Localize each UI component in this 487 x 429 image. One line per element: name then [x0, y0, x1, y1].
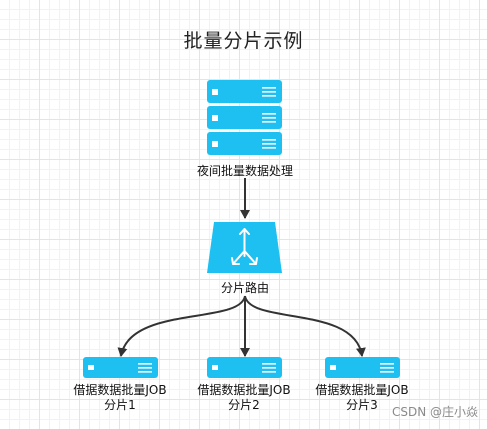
router-label: 分片路由 [195, 281, 295, 296]
server-unit [207, 80, 282, 103]
server-icon[interactable] [83, 357, 158, 378]
batch-server-label-text: 夜间批量数据处理 [196, 164, 293, 178]
edge-router-to-shard1 [117, 295, 246, 357]
server-unit [207, 106, 282, 129]
server-icon[interactable] [207, 357, 282, 378]
csdn-watermark: CSDN @庄小焱 [391, 405, 478, 419]
shard1-shard-name: 分片1 [104, 398, 136, 412]
shard2-job-name: 借据数据批量JOB [197, 383, 291, 397]
shard2-shard-name: 分片2 [228, 398, 260, 412]
shard2-label: 借据数据批量JOB 分片2 [184, 383, 304, 413]
router-icon[interactable] [207, 222, 282, 273]
edges [117, 178, 366, 357]
edge-router-to-shard3 [244, 295, 366, 357]
diagram-title: 批量分片示例 [183, 30, 304, 52]
batch-server-label: 夜间批量数据处理 [185, 164, 305, 179]
shard1-job-name: 借据数据批量JOB [73, 383, 167, 397]
shard3-label: 借据数据批量JOB 分片3 [302, 383, 422, 413]
router-label-text: 分片路由 [220, 281, 269, 295]
shard3-shard-name: 分片3 [346, 398, 378, 412]
shard1-label: 借据数据批量JOB 分片1 [60, 383, 180, 413]
server-stack-icon[interactable] [207, 80, 282, 155]
server-icon[interactable] [325, 357, 400, 378]
server-unit [207, 132, 282, 155]
shard3-job-name: 借据数据批量JOB [315, 383, 409, 397]
